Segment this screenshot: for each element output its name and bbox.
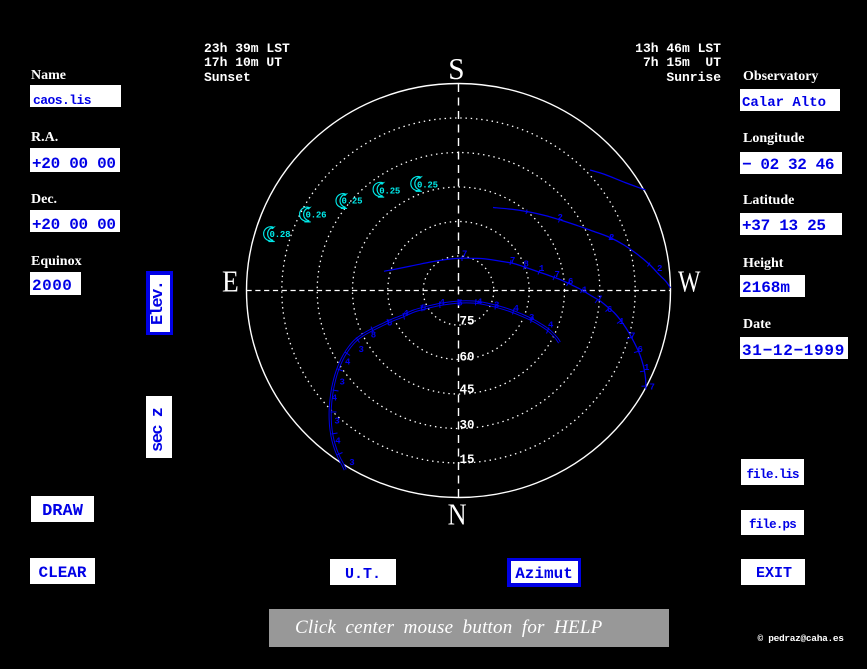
svg-text:S: S bbox=[448, 51, 464, 86]
svg-text:1: 1 bbox=[644, 363, 650, 373]
svg-text:8: 8 bbox=[371, 330, 376, 340]
svg-text:2: 2 bbox=[657, 264, 662, 274]
svg-text:7: 7 bbox=[462, 250, 467, 260]
svg-text:1: 1 bbox=[539, 264, 545, 274]
svg-text:3: 3 bbox=[359, 345, 364, 355]
svg-text:3: 3 bbox=[334, 417, 339, 427]
svg-text:1: 1 bbox=[619, 317, 625, 327]
svg-text:4: 4 bbox=[548, 321, 554, 331]
svg-text:4: 4 bbox=[335, 437, 341, 447]
svg-text:6: 6 bbox=[568, 277, 573, 287]
svg-text:0.25: 0.25 bbox=[379, 187, 400, 197]
svg-text:4: 4 bbox=[345, 357, 351, 367]
svg-text:7: 7 bbox=[510, 256, 515, 266]
svg-text:5: 5 bbox=[387, 319, 392, 329]
svg-text:0.26: 0.26 bbox=[306, 211, 327, 221]
svg-text:0.25: 0.25 bbox=[342, 197, 363, 207]
svg-text:4: 4 bbox=[403, 309, 409, 319]
svg-text:6: 6 bbox=[607, 305, 612, 315]
svg-text:3: 3 bbox=[340, 377, 345, 387]
svg-text:30: 30 bbox=[460, 419, 475, 433]
svg-text:3: 3 bbox=[349, 458, 354, 468]
svg-text:3: 3 bbox=[494, 301, 499, 311]
svg-text:7: 7 bbox=[555, 270, 560, 280]
svg-text:4: 4 bbox=[477, 297, 483, 307]
svg-text:1: 1 bbox=[582, 285, 588, 295]
svg-text:N: N bbox=[448, 497, 467, 532]
svg-text:0.25: 0.25 bbox=[417, 180, 438, 190]
svg-text:75: 75 bbox=[460, 315, 475, 329]
svg-text:7: 7 bbox=[630, 332, 635, 342]
svg-text:2: 2 bbox=[609, 233, 614, 243]
svg-text:15: 15 bbox=[460, 453, 475, 467]
svg-text:2: 2 bbox=[558, 213, 563, 223]
svg-text:5: 5 bbox=[457, 298, 462, 308]
svg-text:5: 5 bbox=[421, 303, 426, 313]
svg-text:7: 7 bbox=[650, 382, 655, 392]
svg-text:45: 45 bbox=[460, 383, 475, 397]
svg-text:4: 4 bbox=[440, 298, 446, 308]
svg-text:7: 7 bbox=[597, 295, 602, 305]
svg-text:0.28: 0.28 bbox=[270, 230, 291, 240]
svg-text:4: 4 bbox=[514, 304, 520, 314]
svg-text:6: 6 bbox=[638, 345, 643, 355]
svg-text:4: 4 bbox=[332, 394, 338, 404]
svg-text:8: 8 bbox=[524, 260, 529, 270]
svg-text:E: E bbox=[222, 264, 239, 299]
svg-text:60: 60 bbox=[460, 351, 475, 365]
svg-text:W: W bbox=[678, 264, 701, 299]
